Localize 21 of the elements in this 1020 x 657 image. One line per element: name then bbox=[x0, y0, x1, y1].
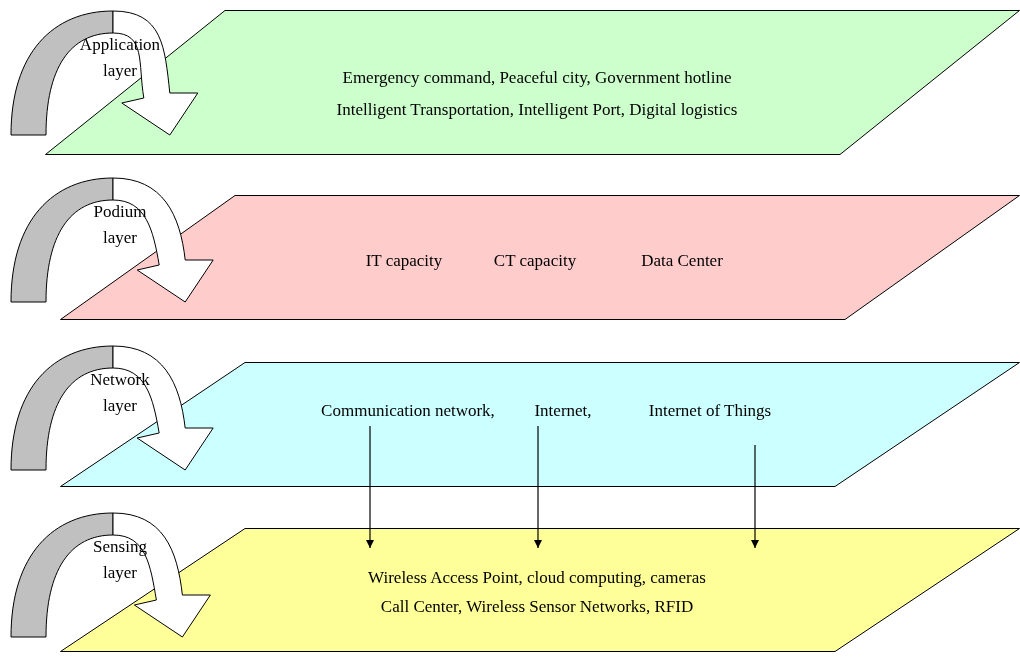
layer-name-text: Application layer bbox=[75, 32, 165, 84]
arrow bbox=[534, 425, 542, 549]
layer-item-text: Intelligent Transportation, Intelligent Port, Digital logistics bbox=[336, 100, 738, 120]
layer-item-text: Call Center, Wireless Sensor Networks, RFID bbox=[380, 597, 694, 617]
layer-item-text: Data Center bbox=[641, 251, 723, 271]
curved-arrow bbox=[10, 345, 214, 471]
curved-arrow bbox=[10, 512, 211, 638]
layer-name-text: Network layer bbox=[75, 367, 165, 419]
arrow bbox=[751, 444, 759, 549]
layer-name-text: Sensing layer bbox=[75, 534, 165, 586]
layer-item-text: Wireless Access Point, cloud computing, cameras bbox=[368, 568, 706, 588]
layer-item-text: Internet, bbox=[534, 401, 592, 421]
layer-item-text: Emergency command, Peaceful city, Government hotline bbox=[342, 68, 732, 88]
layer-item-text: Communication network, bbox=[321, 401, 495, 421]
arrow bbox=[366, 425, 374, 549]
curved-arrow bbox=[10, 10, 199, 136]
layer-item-text: Internet of Things bbox=[648, 401, 772, 421]
layer-name-text: Podium layer bbox=[75, 199, 165, 251]
layer-item-text: IT capacity bbox=[365, 251, 443, 271]
curved-arrow bbox=[10, 177, 214, 303]
layer-item-text: CT capacity bbox=[493, 251, 577, 271]
